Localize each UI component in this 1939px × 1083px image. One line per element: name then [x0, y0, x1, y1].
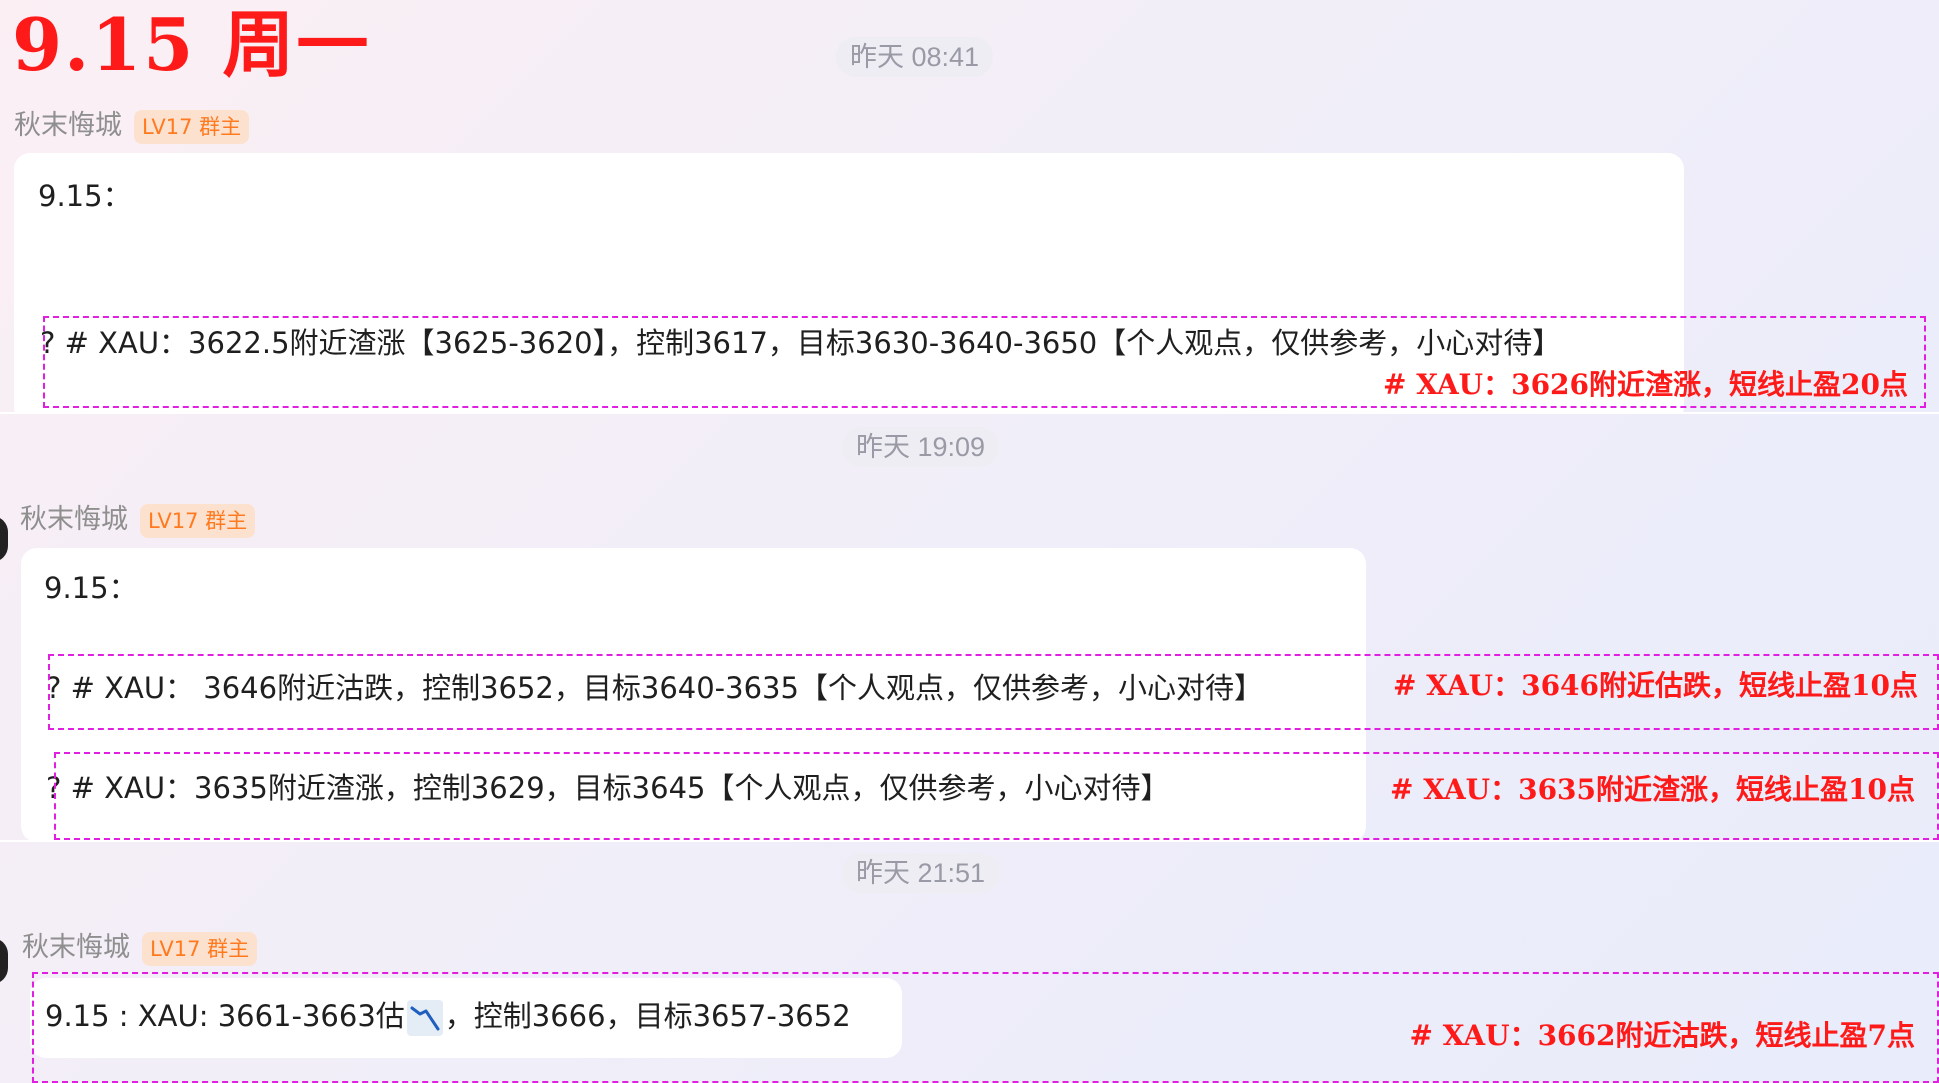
page-title: 9.15 周一 [12, 2, 371, 87]
sender-name[interactable]: 秋末悔城 [22, 932, 130, 963]
sender-name[interactable]: 秋末悔城 [20, 504, 128, 535]
timestamp: 昨天 21:51 [842, 853, 1000, 893]
annotation-box [54, 752, 1939, 840]
message-text: ? # XAU：3635附近渣涨，控制3629，目标3645【个人观点，仅供参考… [46, 771, 1170, 805]
annotation-box [48, 654, 1939, 730]
divider [0, 840, 1939, 842]
level-badge: LV17 群主 [142, 932, 258, 966]
avatar[interactable] [0, 938, 8, 984]
annotation-note: # XAU：3626附近渣涨，短线止盈20点 [1383, 368, 1908, 401]
timestamp: 昨天 08:41 [836, 37, 994, 77]
message-text: ? # XAU： 3646附近沽跌，控制3652，目标3640-3635【个人观… [46, 671, 1263, 705]
message-text-end: ，控制3666，目标3657-3652 [444, 999, 851, 1033]
annotation-box [43, 316, 1926, 408]
message-bubble[interactable] [30, 978, 902, 1058]
annotation-note: # XAU：3646附近估跌，短线止盈10点 [1393, 669, 1918, 702]
chat-panel-1: 9.15 周一 昨天 08:41 秋末悔城 LV17 群主 9.15： ? # … [0, 0, 1939, 412]
message-text: 9.15 : XAU: 3661-3663估 ，控制3666，目标3657-365… [45, 996, 851, 1036]
message-date: 9.15： [38, 179, 132, 213]
timestamp: 昨天 19:09 [842, 427, 1000, 467]
chat-panel-2: 昨天 19:09 秋末悔城 LV17 群主 9.15： ? # XAU： 364… [0, 414, 1939, 840]
chart-decreasing-icon [406, 1000, 443, 1036]
message-text-start: 9.15 : XAU: 3661-3663估 [45, 999, 405, 1033]
message-text: ? # XAU：3622.5附近渣涨【3625-3620】，控制3617，目标3… [40, 326, 1562, 360]
annotation-note: # XAU：3662附近沽跌，短线止盈7点 [1409, 1019, 1916, 1052]
message-date: 9.15： [44, 571, 138, 605]
avatar[interactable] [0, 516, 8, 562]
level-badge: LV17 群主 [134, 110, 250, 144]
message-bubble[interactable] [14, 153, 1684, 412]
annotation-box [32, 972, 1939, 1083]
sender-name[interactable]: 秋末悔城 [14, 110, 122, 141]
annotation-note: # XAU：3635附近渣涨，短线止盈10点 [1390, 773, 1915, 806]
divider [0, 412, 1939, 414]
message-bubble[interactable] [21, 548, 1366, 840]
level-badge: LV17 群主 [140, 504, 256, 538]
chat-panel-3: 昨天 21:51 秋末悔城 LV17 群主 9.15 : XAU: 3661-3… [0, 842, 1939, 1083]
